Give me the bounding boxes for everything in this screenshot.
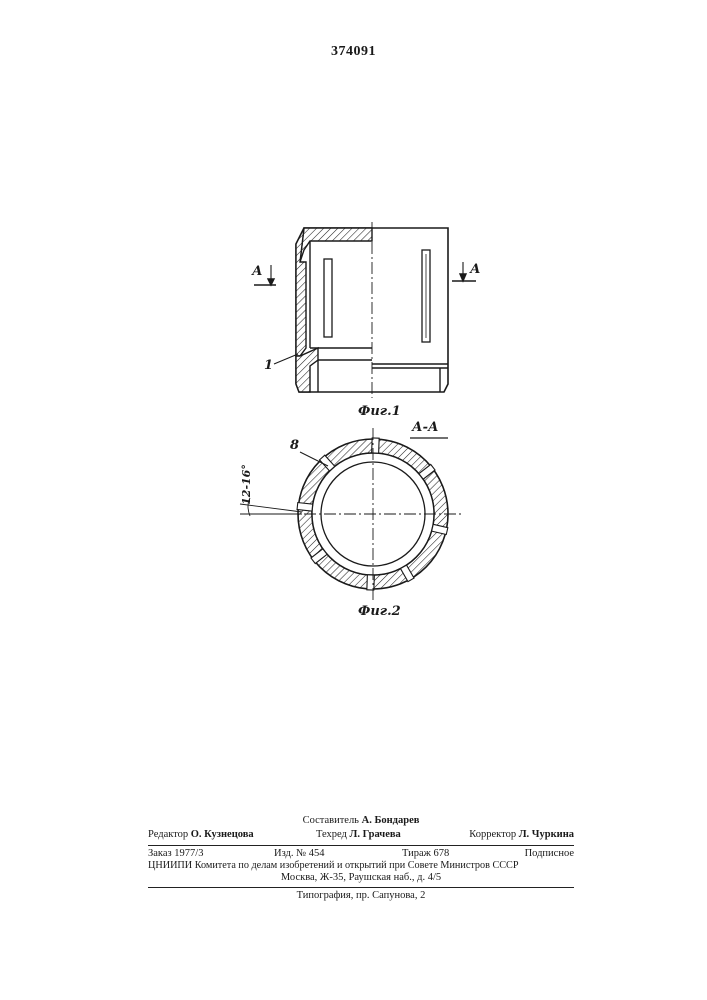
figure-1-sleeve-view [254,222,476,398]
subscription-note: Подписное [525,848,574,860]
credits-block: Составитель А. Бондарев Редактор О. Кузн… [148,815,574,915]
fig1-slot-left [324,259,332,337]
techred: Техред Л. Грачева [316,829,401,841]
fig1-part-label: 1 [264,358,273,373]
print-run: Тираж 678 [402,848,449,860]
fig1-section-mark-right: А [470,262,481,277]
fig1-wall-top [300,228,372,262]
fig2-section-title: А-А [412,420,439,435]
compiler-line: Составитель А. Бондарев [148,815,574,827]
institute-line: ЦНИИПИ Комитета по делам изобретений и о… [148,860,574,872]
fig2-angle-label: 12-16° [240,464,253,505]
editor: Редактор О. Кузнецова [148,829,254,841]
fig2-caption: Фиг.2 [358,604,401,619]
fig2-part-label: 8 [290,438,299,453]
address-line: Москва, Ж-35, Раушская наб., д. 4/5 [148,872,574,884]
divider-bottom [148,887,574,888]
fig1-section-mark-left: А [252,264,263,279]
divider-top [148,845,574,846]
corrector: Корректор Л. Чуркина [469,829,574,841]
edition-number: Изд. № 454 [274,848,325,860]
compiler-name: А. Бондарев [362,815,420,826]
figure-2-section-view [240,428,462,600]
order-number: Заказ 1977/3 [148,848,203,860]
printer-line: Типография, пр. Сапунова, 2 [148,890,574,902]
fig1-caption: Фиг.1 [358,404,401,419]
